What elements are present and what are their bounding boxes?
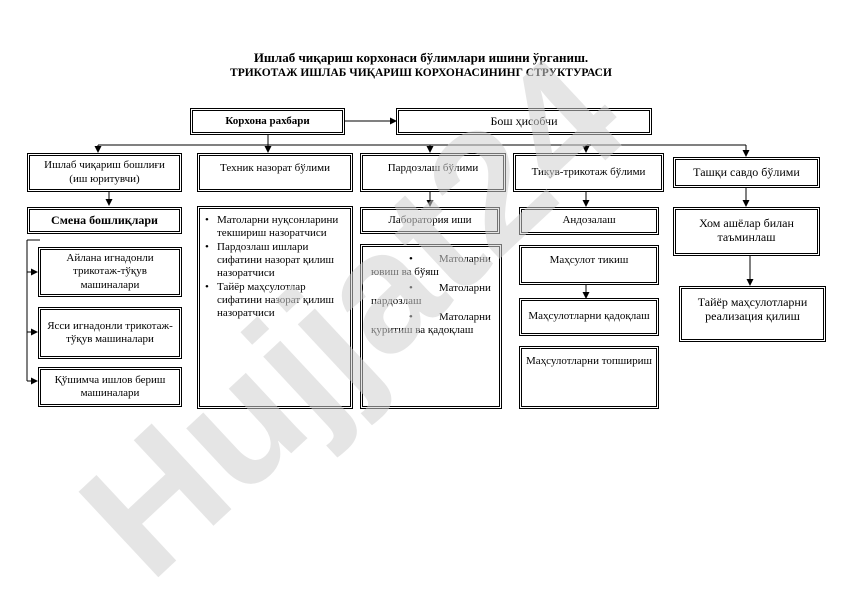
tech-item: Пардозлаш ишлари сифатини назорат қилиш … (203, 241, 347, 280)
finishing-item: •Матоларни пардозлаш (371, 281, 491, 307)
lab-box: Лаборатория иши (360, 207, 500, 234)
extra-machines-box: Қўшимча ишлов бериш машиналари (38, 367, 182, 407)
accountant-box: Бош ҳисобчи (396, 108, 652, 135)
shift-chiefs-box: Смена бошлиқлари (27, 207, 182, 234)
pattern-box: Андозалаш (519, 207, 659, 235)
raw-supply-box: Хом ашёлар билан таъминлаш (673, 207, 820, 256)
handover-box: Маҳсулотларни топшириш (519, 346, 659, 409)
finishing-item: •Матоларни ювиш ва бўяш (371, 253, 491, 278)
production-dept-box: Ишлаб чиқариш бошлиғи (иш юритувчи) (27, 153, 182, 192)
tech-item: Тайёр маҳсулотлар сифатини назорат қилиш… (203, 281, 347, 320)
sewing-product-box: Маҳсулот тикиш (519, 245, 659, 285)
title-line-1: Ишлаб чиқариш корхонаси бўлимлари ишини … (253, 50, 589, 65)
flat-machines-box: Ясси игнадонли трикотаж-тўқув машиналари (38, 307, 182, 359)
title-line-2: ТРИКОТАЖ ИШЛАБ ЧИҚАРИШ КОРХОНАСИНИНГ СТР… (230, 67, 612, 79)
circular-machines-box: Айлана игнадонли трикотаж-тўқув машинала… (38, 247, 182, 297)
realization-box: Тайёр маҳсулотларни реализация қилиш (679, 286, 826, 342)
tech-dept-box: Техник назорат бўлими (197, 153, 353, 192)
tech-item: Матоларни нуқсонларини текшириш назоратч… (203, 214, 347, 240)
finishing-list-box: •Матоларни ювиш ва бўяш •Матоларни пардо… (360, 244, 502, 409)
sales-dept-box: Ташқи савдо бўлими (673, 157, 820, 188)
packing-box: Маҳсулотларни қадоқлаш (519, 298, 659, 336)
head-box: Корхона рахбари (190, 108, 345, 135)
tech-control-list: Матоларни нуқсонларини текшириш назоратч… (203, 214, 347, 321)
finishing-item: •Матоларни қуритиш ва қадоқлаш (371, 310, 491, 336)
sewing-dept-box: Тикув-трикотаж бўлими (513, 153, 664, 192)
finishing-list: •Матоларни ювиш ва бўяш •Матоларни пардо… (371, 253, 491, 337)
finishing-dept-box: Пардозлаш бўлими (360, 153, 506, 192)
tech-control-list-box: Матоларни нуқсонларини текшириш назоратч… (197, 206, 353, 409)
